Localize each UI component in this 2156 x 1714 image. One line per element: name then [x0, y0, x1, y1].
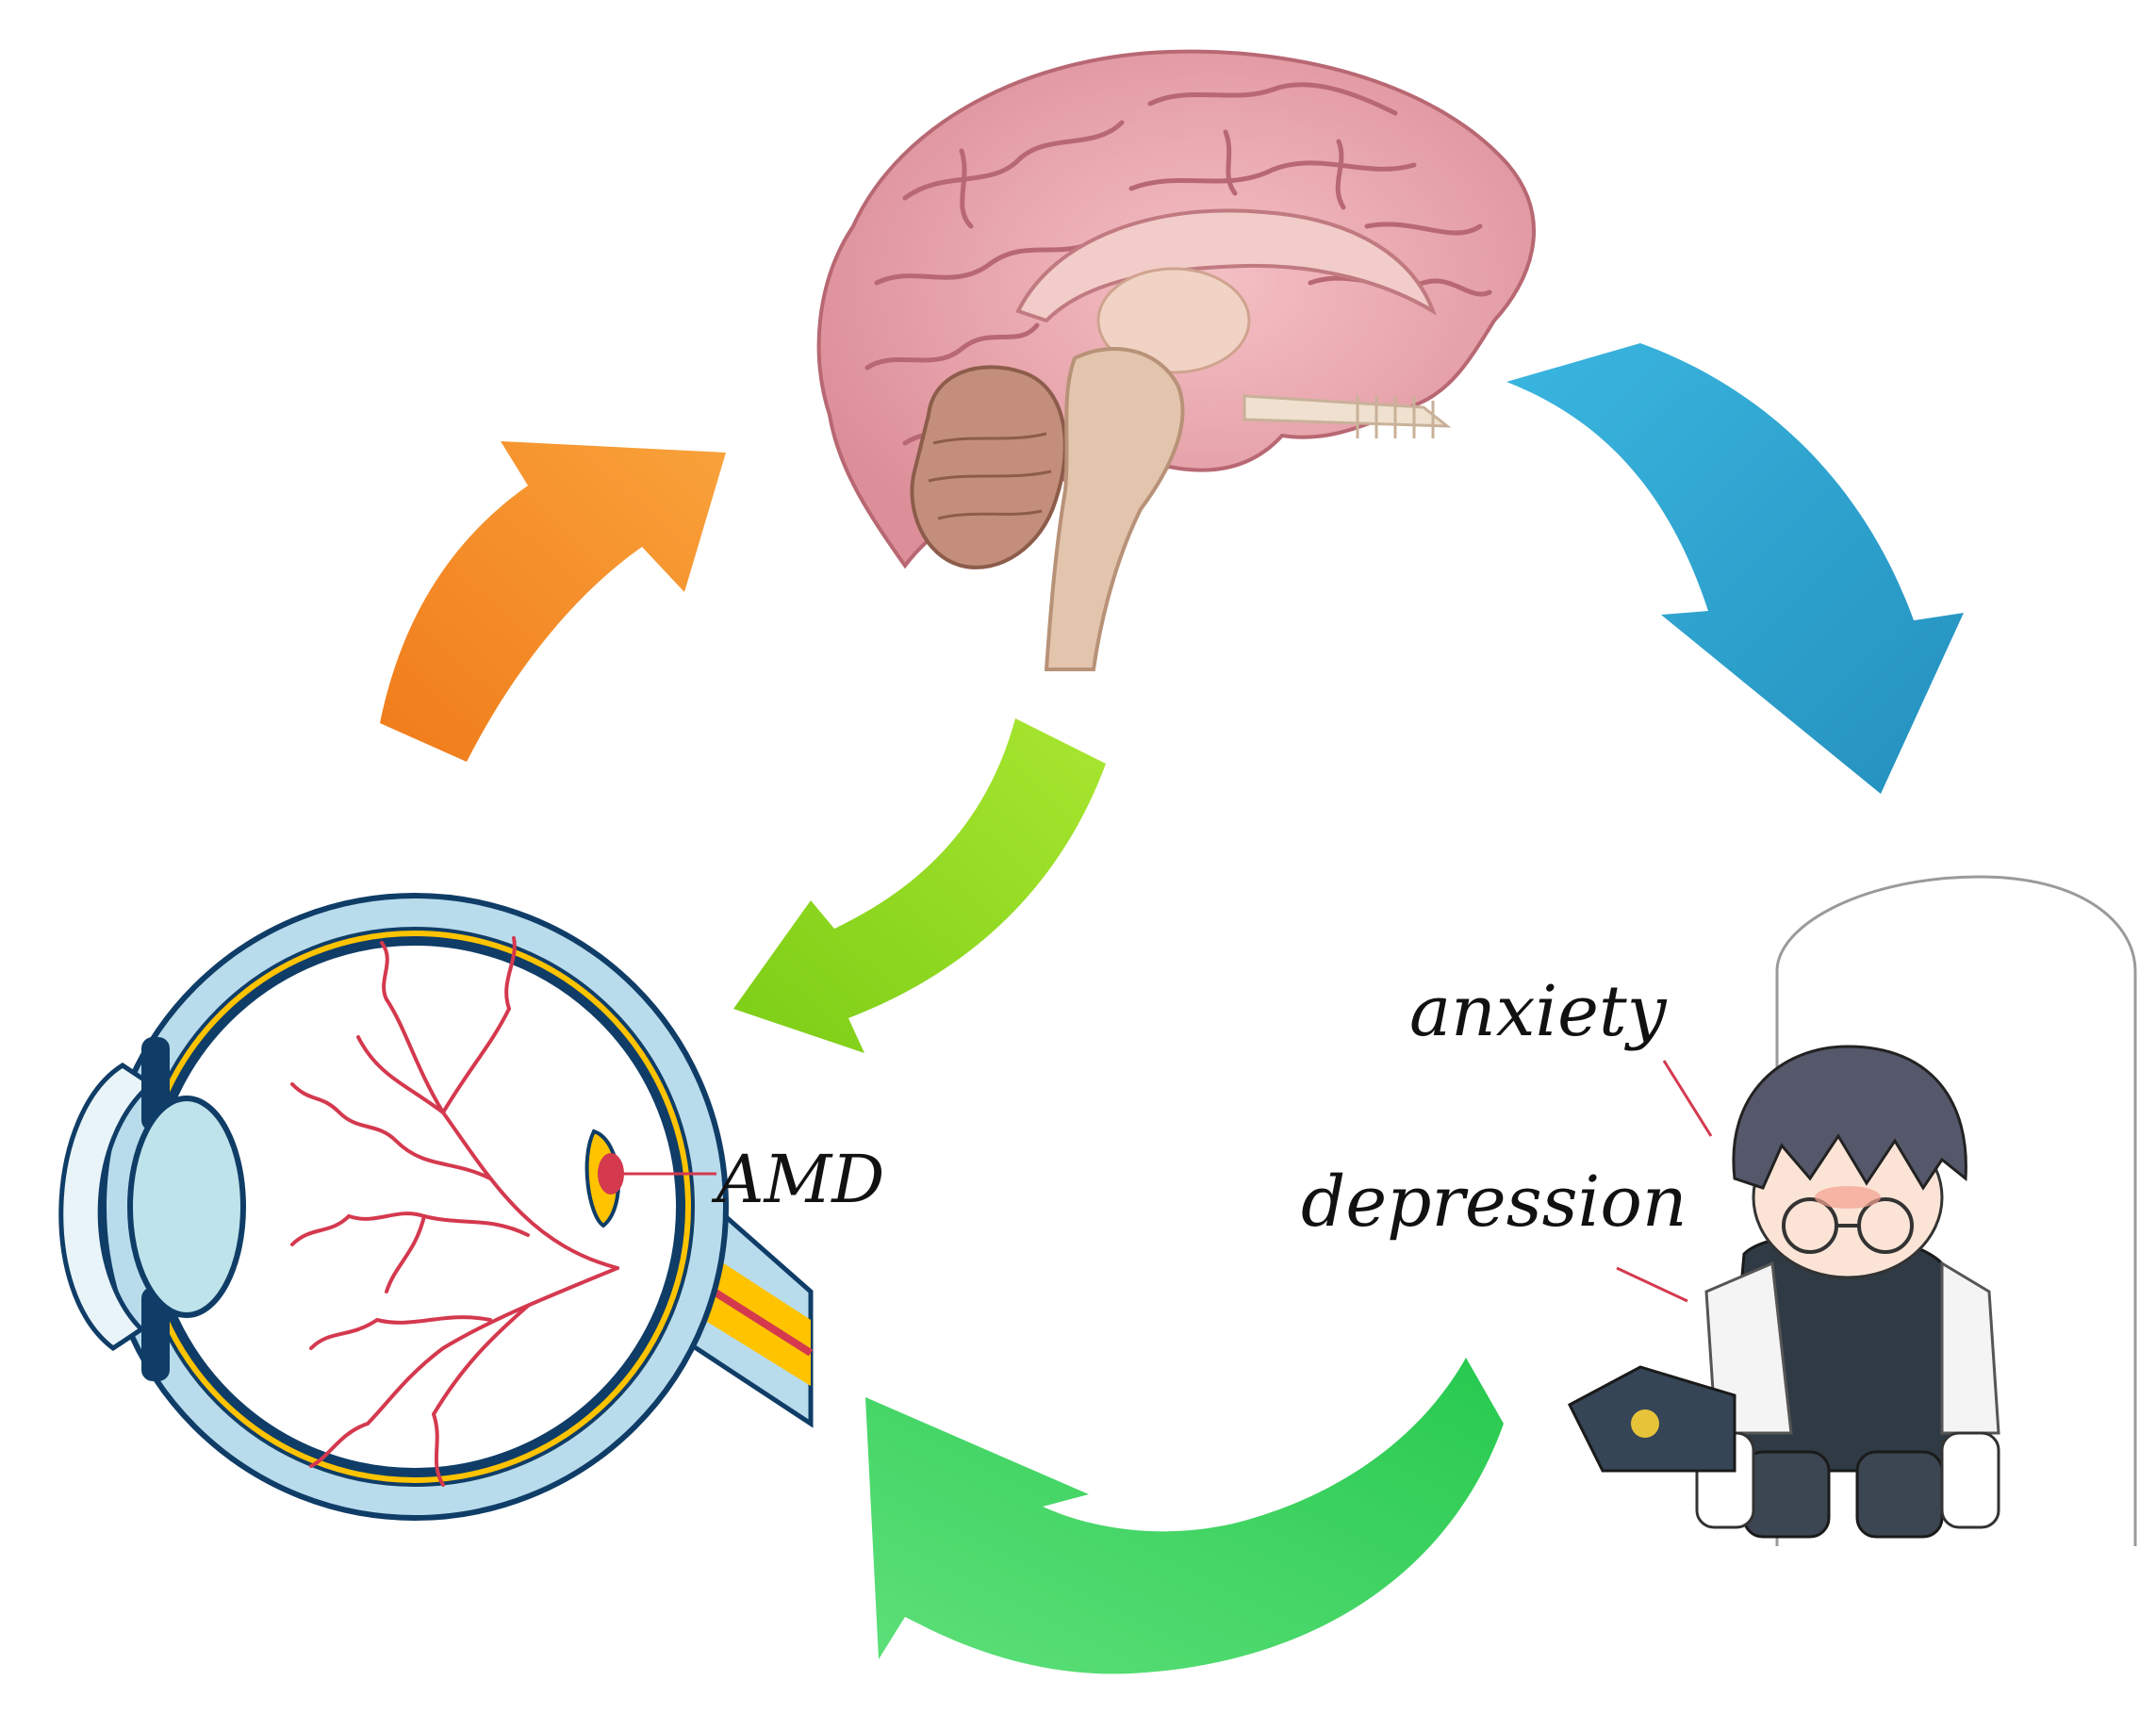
eye-illustration [58, 893, 814, 1521]
person-backdrop-outline [1775, 875, 2137, 1546]
depression-leader-line [1616, 1266, 1688, 1303]
eye-lens [127, 1096, 246, 1318]
brain-illustration [816, 49, 1536, 671]
arrow-brain-to-person [1506, 343, 1964, 794]
amd-label: AMD [711, 1141, 884, 1218]
depression-label: depression [1301, 1162, 1687, 1243]
thalamus [1096, 267, 1251, 374]
retinal-vessels [290, 936, 619, 1487]
anxiety-label: anxiety [1409, 971, 1668, 1052]
amd-lesion [598, 1153, 624, 1195]
person-hair [1732, 1045, 1967, 1191]
anxiety-leader-line [1662, 1060, 1713, 1137]
brainstem [1044, 347, 1185, 671]
eye-interior [151, 943, 679, 1471]
arrow-eye-to-brain [380, 441, 726, 762]
person-glasses [1782, 1197, 1914, 1254]
eye-cornea [58, 1063, 156, 1352]
arrow-brain-to-eye [733, 718, 1106, 1053]
arrow-person-to-eye [865, 1358, 1504, 1674]
cerebellum [910, 365, 1067, 569]
person-illustration [1568, 875, 2137, 1546]
